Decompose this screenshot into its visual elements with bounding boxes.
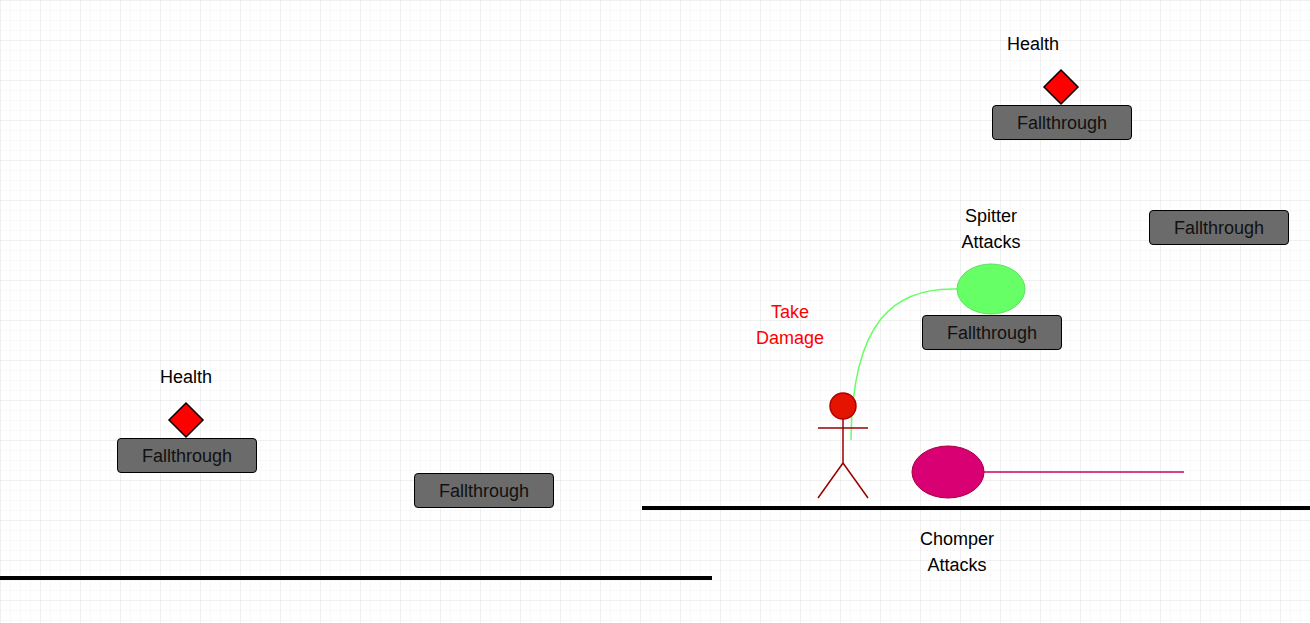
player-leg xyxy=(818,463,843,498)
platform-label: Fallthrough xyxy=(1017,110,1107,136)
damage-note: Take Damage xyxy=(745,299,835,351)
spit-trajectory xyxy=(851,289,957,440)
node-heading: Spitter Attacks xyxy=(946,203,1036,255)
diamond-shape xyxy=(169,403,203,437)
player-leg xyxy=(843,463,868,498)
diamond-shape xyxy=(1044,70,1078,104)
node-heading: Health xyxy=(988,31,1078,57)
enemy-body xyxy=(957,264,1025,314)
chomp-range xyxy=(984,471,1184,473)
platform-box: Fallthrough xyxy=(992,105,1132,140)
player-body xyxy=(842,419,844,463)
enemy-body xyxy=(912,446,984,498)
ground-line xyxy=(0,576,712,580)
health-diamond xyxy=(1044,70,1078,104)
health-diamond xyxy=(169,403,203,437)
platform-label: Fallthrough xyxy=(947,320,1037,346)
platform-label: Fallthrough xyxy=(1174,215,1264,241)
pickup-diamond: Health xyxy=(169,403,203,437)
platform-box: Fallthrough xyxy=(1149,210,1289,245)
platform-box: Fallthrough xyxy=(922,315,1062,350)
ellipse-shape xyxy=(912,446,984,498)
platform-box: Fallthrough xyxy=(117,438,257,473)
enemy-ellipse: Chomper Attacks xyxy=(912,446,984,498)
platform-label: Fallthrough xyxy=(439,478,529,504)
platform-label: Fallthrough xyxy=(142,443,232,469)
platform-box: Fallthrough xyxy=(414,473,554,508)
player-arms xyxy=(818,427,868,429)
player-figure xyxy=(818,393,868,498)
node-heading: Health xyxy=(141,364,231,390)
ellipse-shape xyxy=(957,264,1025,314)
pickup-diamond: Health xyxy=(1044,70,1078,104)
enemy-ellipse: Spitter Attacks xyxy=(957,264,1025,314)
ground-line xyxy=(642,506,1310,510)
player-head xyxy=(830,393,856,419)
node-heading: Chomper Attacks xyxy=(907,526,1007,578)
